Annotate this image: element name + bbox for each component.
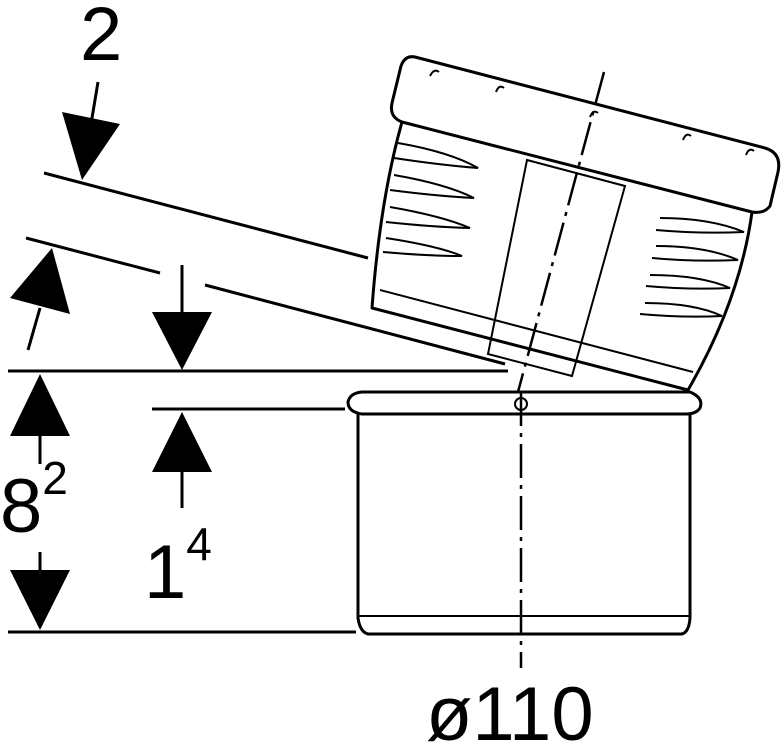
dimension-offset: 2 bbox=[25, 0, 506, 366]
angled-socket bbox=[370, 55, 781, 393]
height-arrow-up bbox=[10, 374, 70, 436]
dimension-gap bbox=[152, 265, 212, 370]
grip-ribs-right bbox=[639, 217, 745, 318]
rim-notches bbox=[429, 69, 755, 156]
diameter-label: ø110 bbox=[426, 672, 594, 752]
socket-centerline bbox=[516, 71, 606, 393]
spigot-flange bbox=[346, 390, 703, 416]
spigot-body bbox=[356, 414, 692, 636]
height-total-label: 82 bbox=[0, 452, 68, 549]
dimension-angle-left bbox=[10, 248, 70, 351]
reference-lines bbox=[8, 369, 508, 634]
angle-arrow-up bbox=[10, 248, 70, 314]
height-arrow-down bbox=[10, 570, 70, 630]
offset-value: 2 bbox=[80, 0, 122, 77]
dimension-height-total: 82 bbox=[0, 374, 70, 630]
offset-arrow-down bbox=[62, 112, 120, 180]
depth-arrow-up bbox=[152, 412, 212, 472]
extension-line-upper bbox=[43, 171, 369, 260]
grip-ribs-left bbox=[382, 142, 479, 257]
socket-panel bbox=[486, 158, 627, 378]
extension-line-lower-b bbox=[204, 283, 506, 366]
socket-inner-edge bbox=[379, 289, 694, 373]
dimension-socket-depth: 14 bbox=[144, 412, 212, 615]
extension-line-lower-a bbox=[25, 236, 161, 275]
socket-depth-label: 14 bbox=[144, 518, 212, 615]
gap-arrow-down bbox=[152, 312, 212, 370]
straight-spigot bbox=[346, 390, 703, 668]
